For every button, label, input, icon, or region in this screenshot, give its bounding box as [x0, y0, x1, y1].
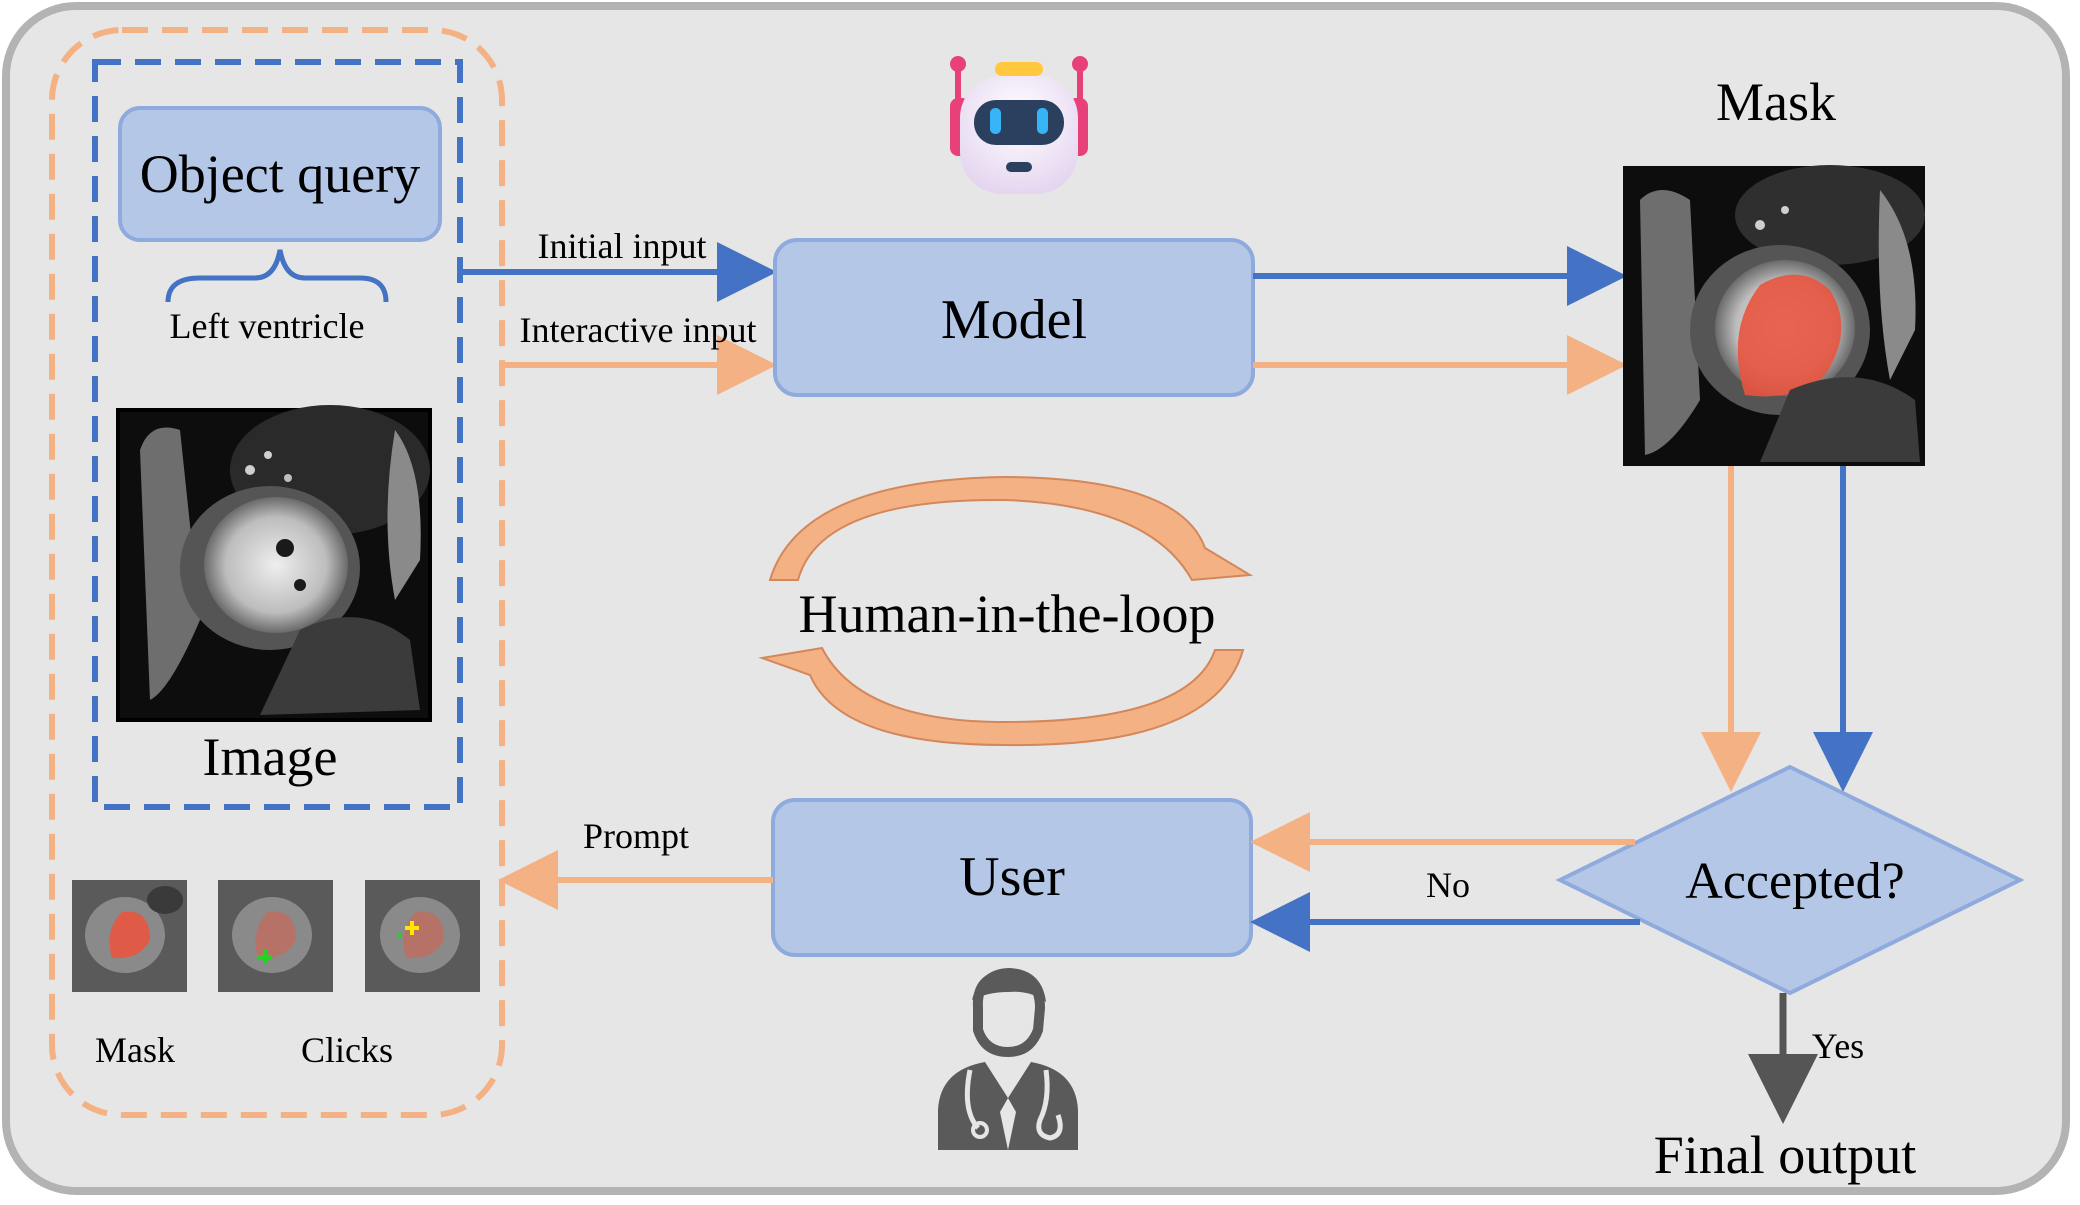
final-output-label: Final output — [1654, 1125, 1917, 1185]
clicks-thumbnail-2 — [365, 880, 480, 992]
clicks-thumbnail-1 — [218, 880, 333, 992]
interactive-input-label: Interactive input — [520, 310, 757, 350]
prompt-label: Prompt — [583, 816, 689, 856]
mask-thumbnail — [72, 880, 187, 992]
model-box: Model — [773, 238, 1255, 397]
prompt-group-border — [49, 27, 505, 1118]
accepted-decision: Accepted? — [1555, 764, 2025, 996]
mask-title: Mask — [1716, 72, 1836, 132]
doctor-icon — [938, 968, 1078, 1150]
yes-label: Yes — [1812, 1026, 1864, 1066]
human-in-the-loop-label: Human-in-the-loop — [799, 584, 1216, 644]
model-label: Model — [941, 289, 1087, 351]
initial-input-group-border — [92, 59, 463, 810]
user-label: User — [959, 846, 1065, 908]
image-label: Image — [203, 727, 338, 787]
user-box: User — [771, 798, 1253, 957]
cycle-arrows — [758, 475, 1254, 747]
initial-input-label: Initial input — [538, 226, 707, 266]
left-ventricle-label: Left ventricle — [170, 306, 365, 346]
accepted-label: Accepted? — [1685, 853, 1904, 910]
mask-small-label: Mask — [95, 1030, 175, 1070]
mri-image — [116, 405, 432, 722]
clicks-label: Clicks — [301, 1030, 393, 1070]
object-query-box: Object query — [118, 106, 442, 242]
curly-brace — [165, 249, 389, 303]
mask-output-image — [1623, 165, 1925, 466]
no-label: No — [1426, 865, 1470, 905]
robot-icon — [950, 56, 1088, 194]
object-query-label: Object query — [140, 144, 420, 204]
